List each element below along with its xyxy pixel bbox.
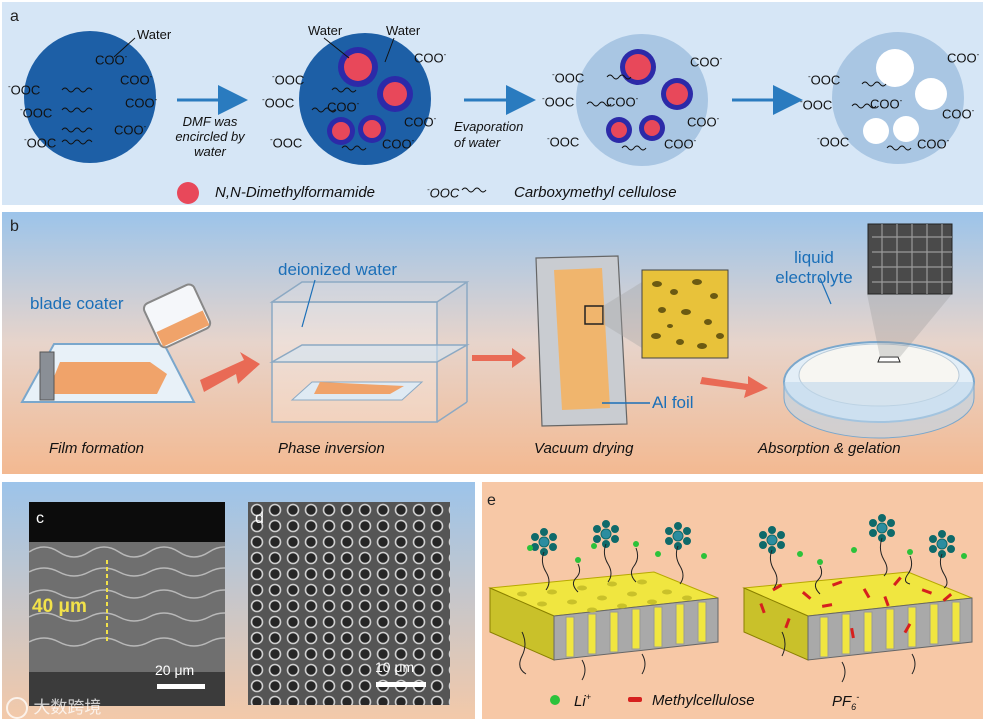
water-tank [272,282,467,422]
legend-mc-rod [628,697,642,702]
step-vacuum-drying: Vacuum drying [534,440,634,457]
coo-label: COO [664,136,694,151]
membrane-gel [744,572,972,660]
panel-c-label: c [36,510,44,528]
dried-film [554,268,610,410]
ooc-label: OOC [555,70,585,85]
water-label-1: Water [137,27,171,42]
water-label-2: Water [308,23,342,38]
gel-zoom-inset [868,224,952,294]
scale-bar-c [157,684,205,689]
step2-caption: Evaporation of water [454,119,523,151]
ooc-label: OOC [820,134,850,149]
process-arrow-2 [472,348,526,368]
legend-li: Li [574,693,586,710]
li-ions [527,541,967,565]
process-arrow-1 [200,352,260,392]
coo-label: COO [414,50,444,65]
step-phase-inversion: Phase inversion [278,440,385,457]
legend-dmf-dot [177,182,199,204]
coo-label: COO [382,136,412,151]
al-foil-label: Al foil [652,393,694,413]
membrane-pristine [490,572,718,660]
step-film-formation: Film formation [49,440,144,457]
coo-label: COO [690,54,720,69]
ooc-label: OOC [27,135,57,150]
legend-cmc-symbol: OOC [430,185,460,200]
coo-label: COO [942,106,972,121]
legend-dmf: N,N-Dimethylformamide [215,184,375,201]
ooc-label: OOC [275,72,305,87]
ooc-label: OOC [23,105,53,120]
watermark-logo-icon [6,697,28,719]
ooc-label: OOC [550,134,580,149]
ooc-label: OOC [803,97,833,112]
water-label-3: Water [386,23,420,38]
ooc-label: OOC [273,135,303,150]
panel-e: e [482,482,983,719]
cast-film [47,362,167,394]
step1-caption: DMF was encircled by water [174,114,246,159]
scale-c-label: 20 μm [155,662,194,678]
coo-label: COO [125,95,155,110]
watermark: 大数跨境 [6,693,101,719]
ooc-label: OOC [811,72,841,87]
ooc-label: OOC [545,94,575,109]
coo-label: COO [917,136,947,151]
pf6-anions [532,515,955,558]
coo-label: COO [114,122,144,137]
scale-bar-d [376,682,426,687]
coo-label: COO [120,72,150,87]
step-absorption-gelation: Absorption & gelation [758,440,901,457]
coo-label: COO [606,94,636,109]
panel-d-sem: d 10 μm [248,502,450,705]
panel-c-sem: c 40 μm 20 μm [29,502,225,706]
panel-a: a [2,2,983,205]
legend-pf6: PF [832,693,851,710]
coo-label: COO [327,99,357,114]
legend-methylcellulose: Methylcellulose [652,692,755,709]
process-arrow-3 [700,376,768,398]
blade-coater-label: blade coater [30,294,124,314]
coo-label: COO [687,114,717,129]
scale-d-label: 10 μm [375,659,414,675]
legend-li-dot [550,695,560,705]
coo-label: COO [95,52,125,67]
ooc-label: OOC [265,95,295,110]
coo-label: COO [404,114,434,129]
coo-label: COO [870,96,900,111]
blade-coater [40,352,54,400]
coo-label: COO [947,50,977,65]
sem-surface [248,502,450,705]
panel-b: b [2,212,983,474]
deionized-water-label: deionized water [278,260,397,280]
panel-e-diagram [482,482,983,719]
liquid-electrolyte-label: liquid electrolyte [764,248,864,288]
panel-d-label: d [255,510,264,528]
legend-cmc: Carboxymethyl cellulose [514,184,677,201]
ooc-label: OOC [11,82,41,97]
beaker [142,283,212,350]
thickness-label: 40 μm [32,596,87,618]
